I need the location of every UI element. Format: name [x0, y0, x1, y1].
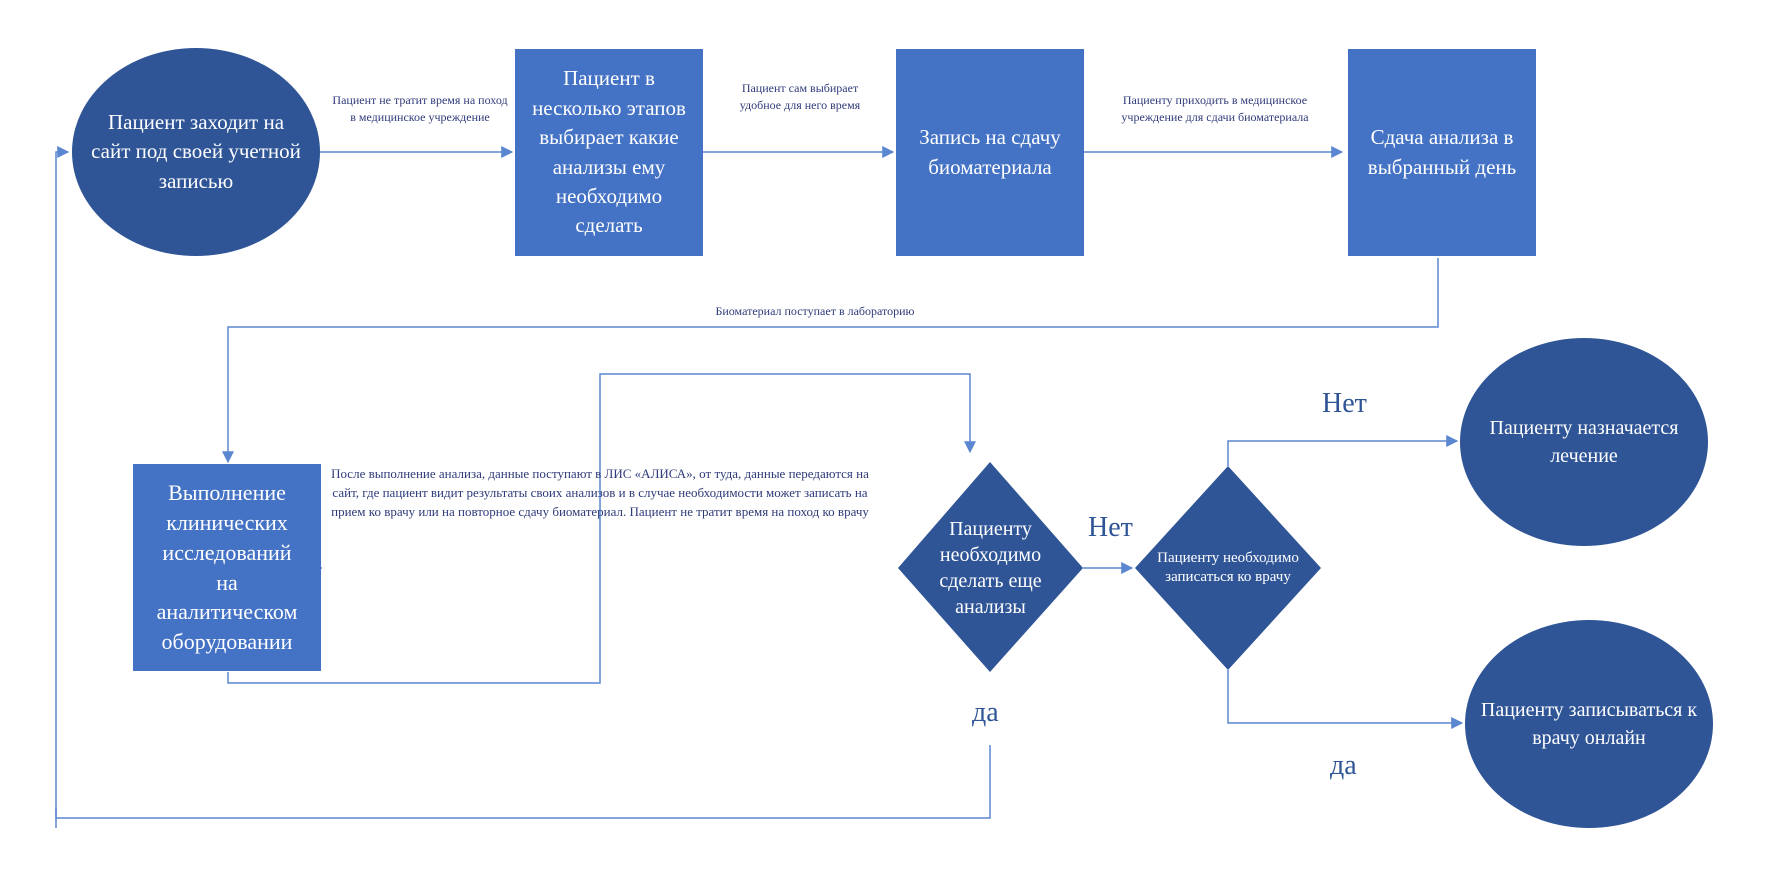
decision-tests-label: Пациенту необходимо сделать еще анализы	[939, 518, 1042, 618]
branch-yes-doctor: да	[1330, 750, 1357, 782]
decision-tests-diamond	[898, 462, 1083, 672]
clinical-research-node: Выполнение клинических исследований на а…	[133, 464, 321, 671]
branch-yes-tests: да	[972, 697, 999, 729]
decision-doctor-label: Пациенту необходимо записаться ко врачу	[1157, 549, 1299, 586]
arrow-decision-doctor-yes	[1227, 670, 1464, 729]
donate-sample-node: Сдача анализа в выбранный день	[1348, 49, 1536, 256]
choose-tests-label: Пациент в несколько этапов выбирает каки…	[532, 66, 686, 238]
online-doctor-node: Пациенту записываться к врачу онлайн	[1465, 620, 1713, 828]
donate-sample-label: Сдача анализа в выбранный день	[1367, 125, 1517, 179]
online-doctor-label: Пациенту записываться к врачу онлайн	[1480, 699, 1698, 749]
treatment-node: Пациенту назначается лечение	[1460, 338, 1708, 546]
decision-doctor-text: Пациенту необходимо записаться ко врачу	[1150, 535, 1306, 601]
branch-no-doctor-text: Нет	[1322, 388, 1367, 419]
arrow-decision-doctor-no	[1227, 435, 1459, 466]
start-node-label: Пациент заходит на сайт под своей учетно…	[91, 109, 301, 193]
start-node: Пациент заходит на сайт под своей учетно…	[72, 48, 320, 256]
choose-tests-node: Пациент в несколько этапов выбирает каки…	[515, 49, 703, 256]
note-come-to-clinic: Пациенту приходить в медицинское учрежде…	[1120, 92, 1310, 127]
arrow-donate-to-research	[222, 258, 1439, 464]
note-to-lab-text: Биоматериал поступает в лабораторию	[715, 304, 915, 318]
note-come-to-clinic-text: Пациенту приходить в медицинское учрежде…	[1121, 93, 1309, 125]
branch-no-tests: Нет	[1088, 512, 1133, 544]
note-choose-time-text: Пациент сам выбирает удобное для него вр…	[739, 81, 861, 113]
decision-tests-text: Пациенту необходимо сделать еще анализы	[908, 515, 1073, 621]
note-choose-time: Пациент сам выбирает удобное для него вр…	[735, 80, 865, 115]
branch-yes-doctor-text: да	[1330, 750, 1357, 781]
book-biomaterial-label: Запись на сдачу биоматериала	[919, 125, 1061, 179]
clinical-research-label: Выполнение клинических исследований на а…	[156, 480, 298, 654]
branch-no-doctor: Нет	[1322, 388, 1367, 420]
branch-yes-tests-text: да	[972, 697, 999, 728]
book-biomaterial-node: Запись на сдачу биоматериала	[896, 49, 1084, 256]
arrow-research-to-decision-tests	[227, 373, 976, 684]
note-results-lis: После выполнение анализа, данные поступа…	[320, 465, 880, 522]
note-results-lis-text: После выполнение анализа, данные поступа…	[331, 466, 869, 519]
note-no-travel-text: Пациент не тратит время на поход в медиц…	[332, 93, 508, 125]
decision-doctor-diamond	[1135, 466, 1321, 670]
branch-no-tests-text: Нет	[1088, 512, 1133, 543]
treatment-label: Пациенту назначается лечение	[1489, 417, 1679, 467]
note-to-lab: Биоматериал поступает в лабораторию	[690, 303, 940, 320]
note-no-travel: Пациент не тратит время на поход в медиц…	[330, 92, 510, 127]
